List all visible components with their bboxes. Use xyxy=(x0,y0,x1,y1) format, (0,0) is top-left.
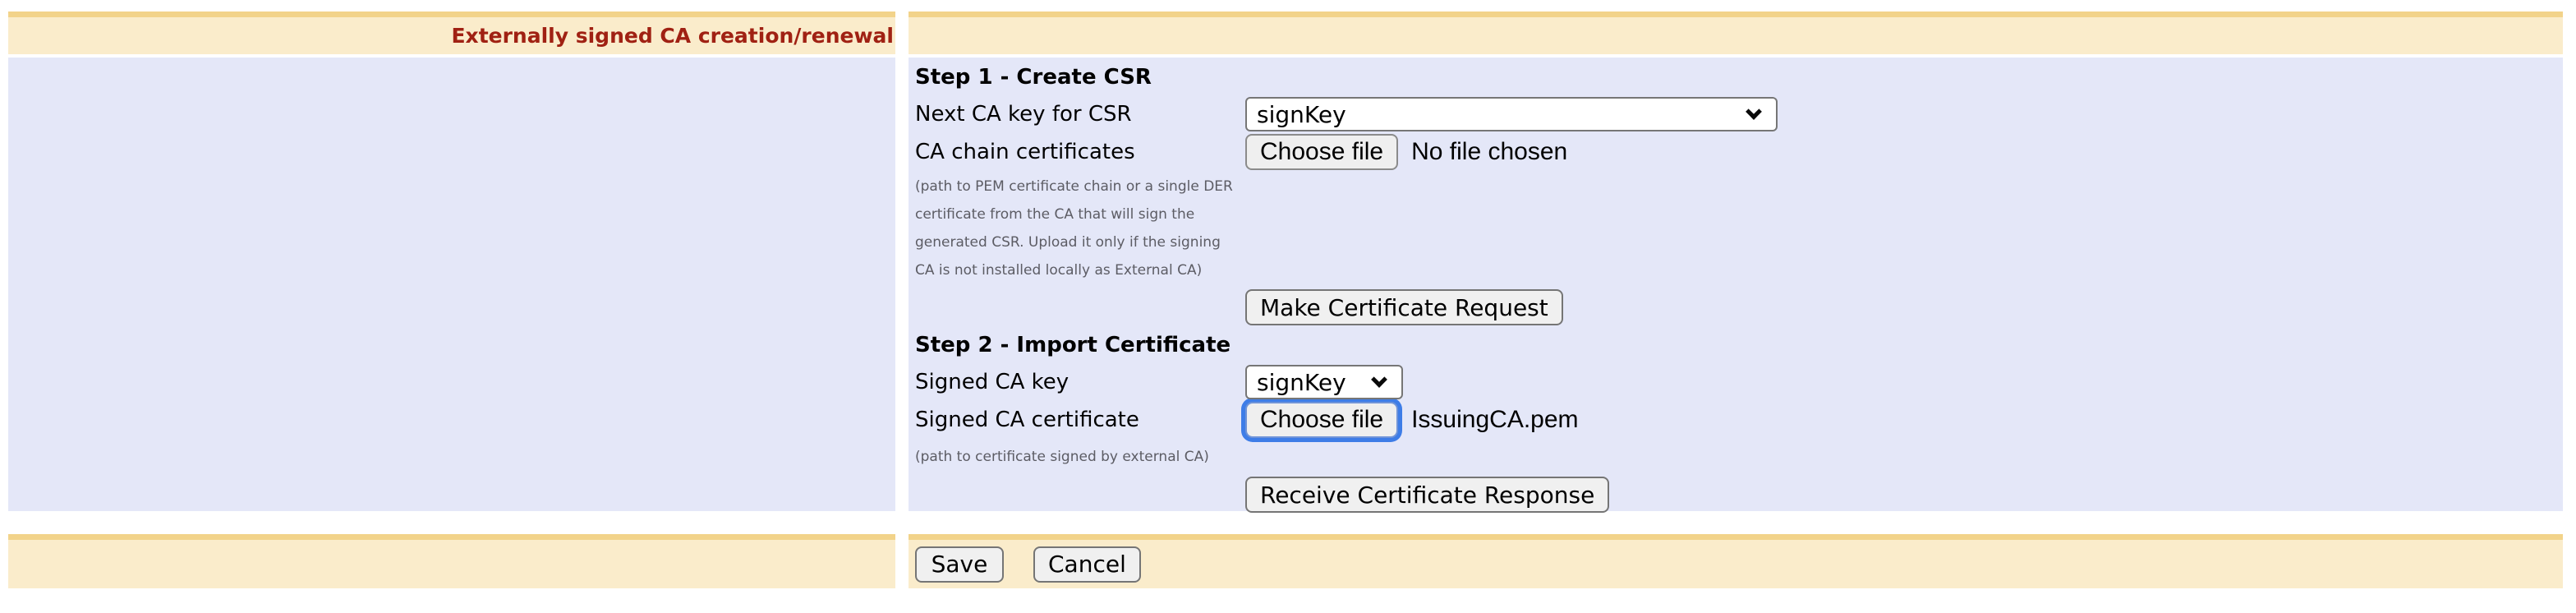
signed-ca-certificate-row: Signed CA certificate Choose file Issuin… xyxy=(915,401,2556,439)
ca-chain-row: CA chain certificates Choose file No fil… xyxy=(915,133,2556,171)
step2-heading: Step 2 - Import Certificate xyxy=(915,333,1231,357)
signed-ca-key-row: Signed CA key signKey xyxy=(915,363,2556,401)
help-line: (path to PEM certificate chain or a sing… xyxy=(915,178,1233,195)
step1-heading: Step 1 - Create CSR xyxy=(915,65,1152,90)
header-empty-cell xyxy=(908,12,2563,54)
signed-ca-certificate-label: Signed CA certificate xyxy=(915,408,1139,432)
chevron-down-icon xyxy=(1371,371,1387,388)
help-line: generated CSR. Upload it only if the sig… xyxy=(915,234,1221,251)
header-row: Externally signed CA creation/renewal xyxy=(8,12,2563,54)
ca-chain-label: CA chain certificates xyxy=(915,140,1135,164)
form-content-cell: Step 1 - Create CSR Next CA key for CSR … xyxy=(908,58,2563,513)
signed-cert-choose-file-button[interactable]: Choose file xyxy=(1245,402,1399,438)
page-title: Externally signed CA creation/renewal xyxy=(451,24,894,48)
cancel-button[interactable]: Cancel xyxy=(1033,546,1141,583)
signed-cert-help-text: (path to certificate signed by external … xyxy=(915,442,1270,472)
help-line: (path to certificate signed by external … xyxy=(915,449,1209,465)
ca-chain-file-status: No file chosen xyxy=(1411,138,1568,165)
next-ca-key-label: Next CA key for CSR xyxy=(915,102,1132,127)
footer-row: Save Cancel xyxy=(8,534,2563,588)
help-line: CA is not installed locally as External … xyxy=(915,262,1203,279)
footer-buttons-cell: Save Cancel xyxy=(908,534,2563,588)
form-empty-cell xyxy=(8,58,895,511)
footer-empty-cell xyxy=(8,534,895,588)
chevron-down-icon xyxy=(1746,104,1762,120)
ca-chain-help-text: (path to PEM certificate chain or a sing… xyxy=(915,173,1270,284)
receive-certificate-response-button[interactable]: Receive Certificate Response xyxy=(1245,477,1610,513)
receive-response-button-row: Receive Certificate Response xyxy=(1245,477,2556,513)
next-ca-key-selected-value: signKey xyxy=(1257,100,1346,128)
form-row: Step 1 - Create CSR Next CA key for CSR … xyxy=(8,58,2563,513)
make-request-button-row: Make Certificate Request xyxy=(1245,289,2556,325)
signed-ca-key-select[interactable]: signKey xyxy=(1245,365,1403,399)
ca-chain-choose-file-button[interactable]: Choose file xyxy=(1245,134,1399,170)
next-ca-key-row: Next CA key for CSR signKey xyxy=(915,95,2556,133)
help-line: certificate from the CA that will sign t… xyxy=(915,206,1195,223)
signed-cert-file-name: IssuingCA.pem xyxy=(1411,406,1579,433)
signed-ca-key-selected-value: signKey xyxy=(1257,368,1346,396)
save-button[interactable]: Save xyxy=(915,546,1004,583)
header-title-cell: Externally signed CA creation/renewal xyxy=(8,12,895,54)
signed-ca-key-label: Signed CA key xyxy=(915,370,1070,394)
next-ca-key-select[interactable]: signKey xyxy=(1245,97,1778,131)
make-certificate-request-button[interactable]: Make Certificate Request xyxy=(1245,289,1563,325)
